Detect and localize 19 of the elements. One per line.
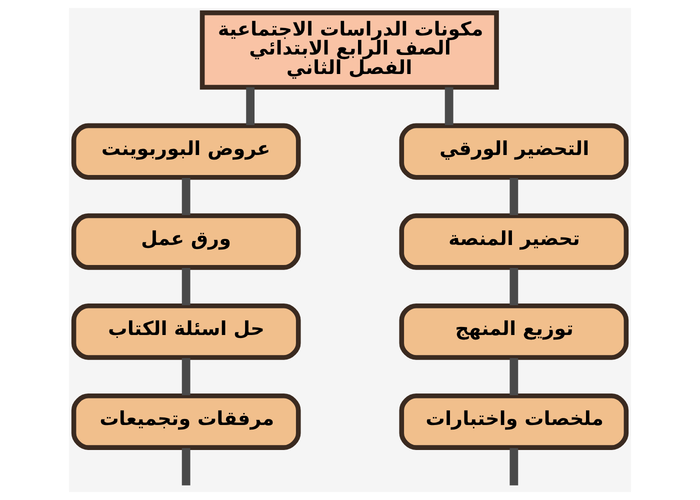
- connector: [510, 358, 518, 396]
- node-box: عروض البوربوينت: [71, 123, 301, 180]
- node-box: مرفقات وتجميعات: [71, 394, 301, 450]
- node-box: تحضير المنصة: [399, 213, 629, 270]
- connector: [182, 358, 190, 396]
- node-box: توزيع المنهج: [399, 303, 629, 360]
- connector: [182, 448, 190, 486]
- connector: [510, 178, 518, 216]
- node-box: حل اسئلة الكتاب: [71, 303, 301, 360]
- connector: [510, 268, 518, 306]
- connector: [444, 87, 454, 126]
- node-box: ملخصات واختبارات: [399, 394, 629, 450]
- connector: [246, 87, 255, 126]
- connector: [182, 268, 190, 306]
- connector: [510, 448, 518, 486]
- connector: [182, 178, 190, 216]
- node-box: ورق عمل: [71, 213, 301, 270]
- node-box: التحضير الورقي: [399, 123, 629, 180]
- node-box: مكونات الدراسات الاجتماعية الصف الرابع الابتدائي الفصل الثاني: [200, 10, 499, 90]
